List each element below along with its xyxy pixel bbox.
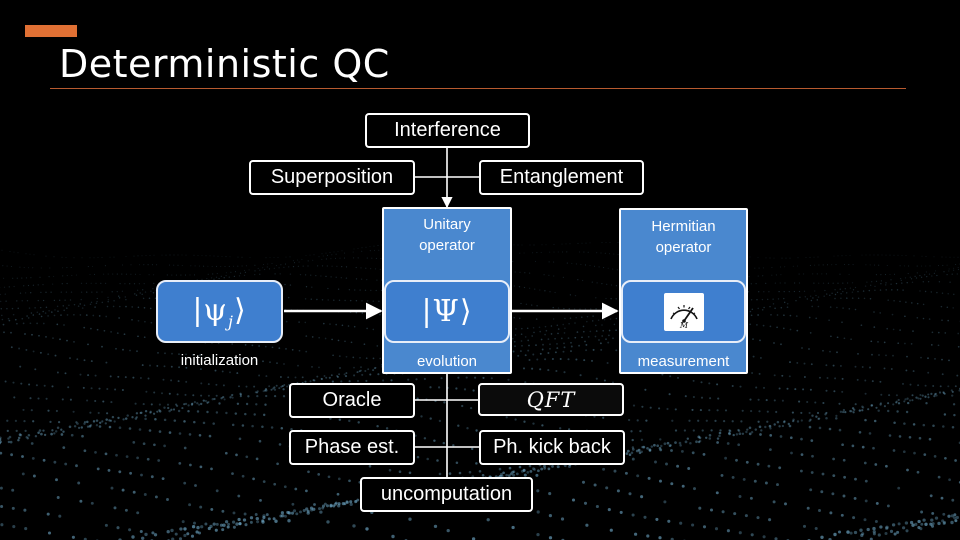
evolution-label: evolution bbox=[416, 353, 478, 370]
superposition-box: Superposition bbox=[249, 160, 415, 195]
title-underline bbox=[50, 88, 906, 89]
title-accent-bar bbox=[25, 25, 77, 37]
unitary-operator-label: Unitary operator bbox=[419, 216, 475, 254]
meter-gauge-icon: M bbox=[663, 292, 704, 331]
oracle-label: Oracle bbox=[322, 389, 382, 411]
initialization-state-box: |ψj⟩ bbox=[156, 280, 283, 343]
superposition-label: Superposition bbox=[270, 166, 394, 188]
phase-est-label: Phase est. bbox=[304, 436, 400, 458]
uncomputation-box: uncomputation bbox=[360, 477, 533, 512]
evolution-state-box: |Ψ⟩ bbox=[384, 280, 510, 343]
entanglement-box: Entanglement bbox=[479, 160, 644, 195]
ph-kick-back-label: Ph. kick back bbox=[493, 436, 611, 458]
oracle-box: Oracle bbox=[289, 383, 415, 418]
ph-kick-back-box: Ph. kick back bbox=[479, 430, 625, 465]
psi-ket: |Ψ⟩ bbox=[421, 294, 473, 329]
measurement-state-box: M bbox=[621, 280, 746, 343]
entanglement-label: Entanglement bbox=[499, 166, 624, 188]
initialization-column: initialization bbox=[156, 282, 283, 374]
phase-est-box: Phase est. bbox=[289, 430, 415, 465]
meter-label: M bbox=[678, 321, 688, 329]
interference-box: Interference bbox=[365, 113, 530, 148]
measurement-label: measurement bbox=[637, 353, 730, 370]
uncomputation-label: uncomputation bbox=[380, 483, 513, 505]
qft-box: QFT bbox=[478, 383, 624, 416]
page-title: Deterministic QC bbox=[59, 42, 390, 86]
hermitian-operator-label: Hermitian operator bbox=[651, 218, 716, 256]
psi-j-ket: |ψj⟩ bbox=[192, 292, 247, 331]
qft-label: QFT bbox=[526, 387, 576, 412]
interference-label: Interference bbox=[394, 119, 501, 141]
initialization-label: initialization bbox=[180, 352, 259, 369]
